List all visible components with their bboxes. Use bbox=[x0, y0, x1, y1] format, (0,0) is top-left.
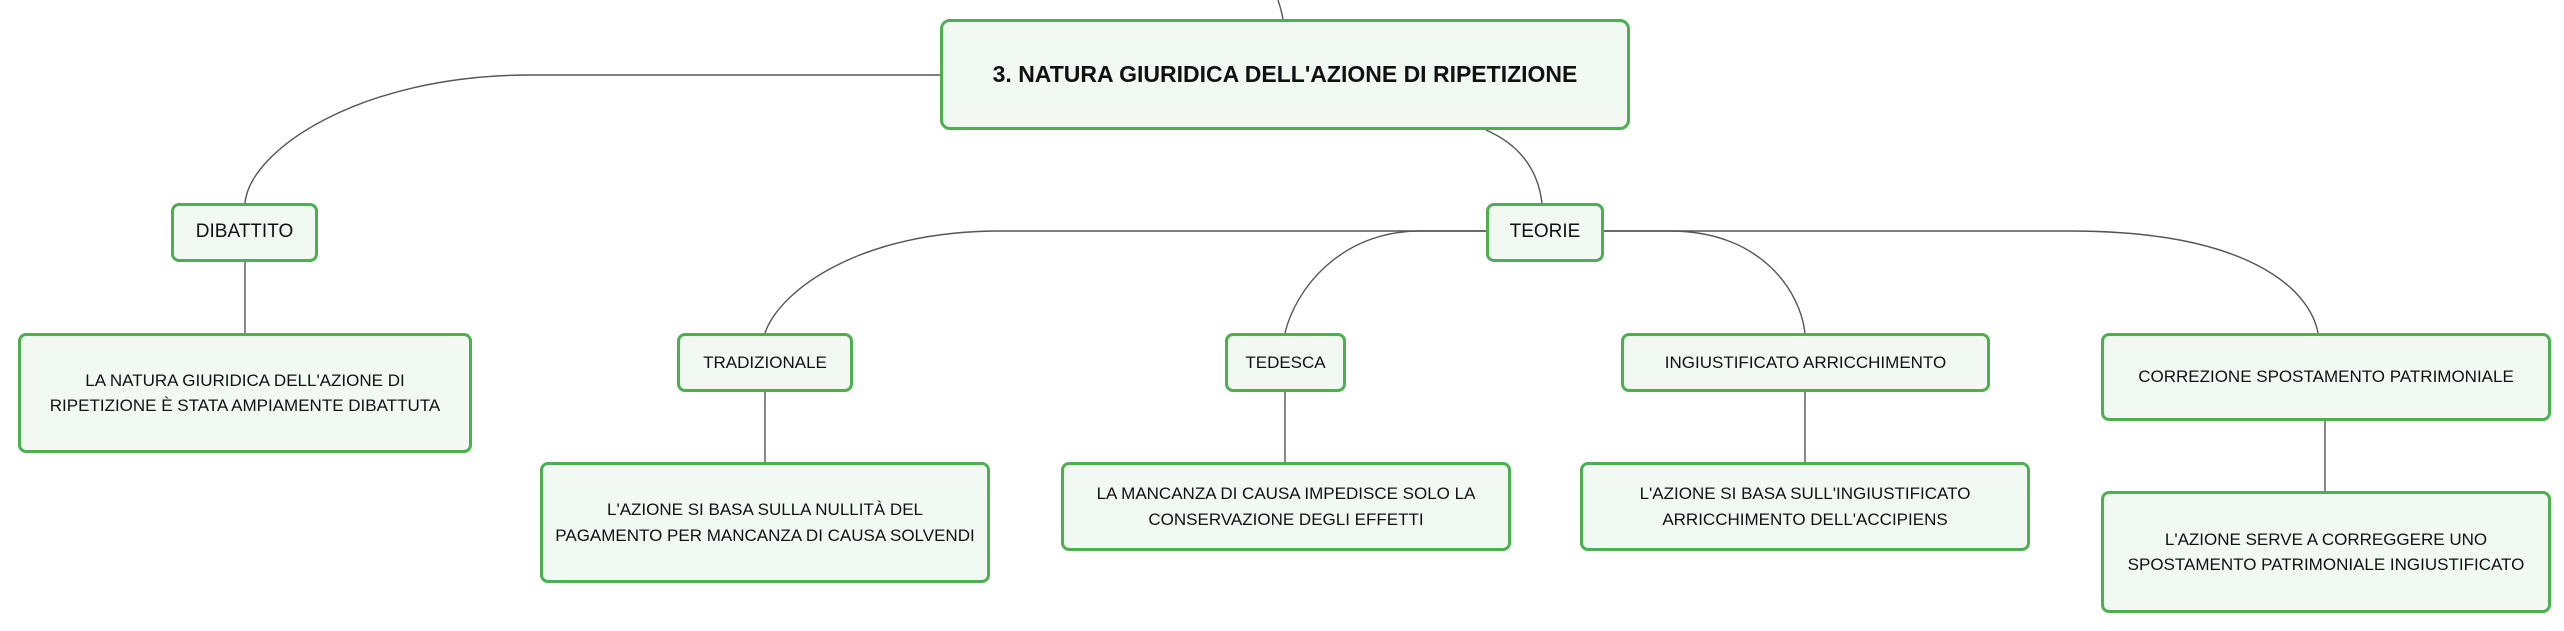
node-ingiustificato-detail[interactable]: L'AZIONE SI BASA SULL'INGIUSTIFICATO ARR… bbox=[1580, 462, 2030, 551]
link-teorie-to-tradizionale bbox=[764, 230, 1488, 334]
node-dibattito-label: DIBATTITO bbox=[195, 221, 294, 243]
link-top-to-root bbox=[1277, 0, 1284, 21]
root-node[interactable]: 3. NATURA GIURIDICA DELL'AZIONE DI RIPET… bbox=[940, 19, 1630, 130]
link-teorie-to-ingiustificato bbox=[1602, 230, 1806, 334]
node-tradizionale-detail-text: L'AZIONE SI BASA SULLA NULLITÀ DEL PAGAM… bbox=[555, 500, 975, 545]
node-tedesca[interactable]: TEDESCA bbox=[1225, 333, 1346, 392]
node-correzione-detail[interactable]: L'AZIONE SERVE A CORREGGERE UNO SPOSTAME… bbox=[2101, 491, 2551, 613]
node-tedesca-detail[interactable]: LA MANCANZA DI CAUSA IMPEDISCE SOLO LA C… bbox=[1061, 462, 1511, 551]
node-dibattito-detail[interactable]: LA NATURA GIURIDICA DELL'AZIONE DI RIPET… bbox=[18, 333, 472, 453]
node-ingiustificato[interactable]: INGIUSTIFICATO ARRICCHIMENTO bbox=[1621, 333, 1990, 392]
node-ingiustificato-detail-text: L'AZIONE SI BASA SULL'INGIUSTIFICATO ARR… bbox=[1639, 484, 1971, 529]
node-correzione-detail-text: L'AZIONE SERVE A CORREGGERE UNO SPOSTAME… bbox=[2127, 529, 2525, 575]
node-teorie[interactable]: TEORIE bbox=[1486, 203, 1604, 262]
link-root-to-teorie bbox=[1485, 129, 1543, 204]
node-tedesca-label: TEDESCA bbox=[1245, 352, 1326, 372]
link-teorie-to-tedesca bbox=[1284, 230, 1488, 334]
link-teorie-to-correzione bbox=[1602, 230, 2319, 334]
root-node-label: 3. NATURA GIURIDICA DELL'AZIONE DI RIPET… bbox=[992, 61, 1578, 88]
node-tedesca-detail-text: LA MANCANZA DI CAUSA IMPEDISCE SOLO LA C… bbox=[1096, 484, 1476, 529]
node-correzione[interactable]: CORREZIONE SPOSTAMENTO PATRIMONIALE bbox=[2101, 333, 2551, 421]
node-tradizionale-label: TRADIZIONALE bbox=[703, 352, 827, 372]
node-teorie-label: TEORIE bbox=[1509, 221, 1581, 243]
node-dibattito-detail-text: LA NATURA GIURIDICA DELL'AZIONE DI RIPET… bbox=[49, 370, 441, 416]
link-root-to-dibattito bbox=[244, 74, 945, 204]
node-tradizionale-detail[interactable]: L'AZIONE SI BASA SULLA NULLITÀ DEL PAGAM… bbox=[540, 462, 990, 583]
node-correzione-label: CORREZIONE SPOSTAMENTO PATRIMONIALE bbox=[2138, 367, 2514, 387]
node-tradizionale[interactable]: TRADIZIONALE bbox=[677, 333, 853, 392]
node-ingiustificato-label: INGIUSTIFICATO ARRICCHIMENTO bbox=[1664, 352, 1947, 372]
node-dibattito[interactable]: DIBATTITO bbox=[171, 203, 318, 262]
